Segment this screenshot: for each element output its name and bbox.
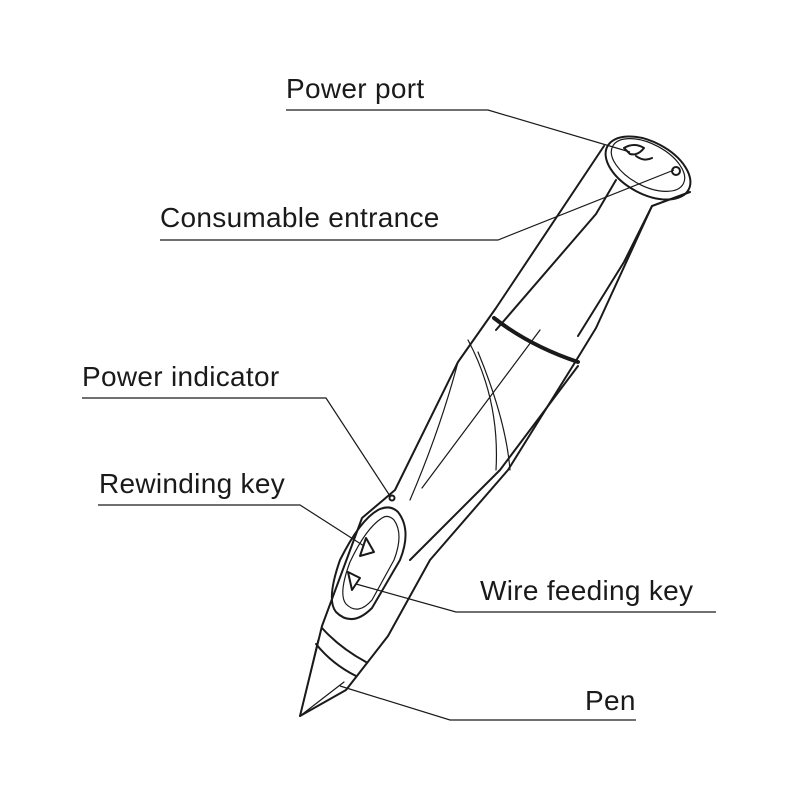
leader-power-port: [286, 109, 631, 153]
label-consumable-entrance: Consumable entrance: [160, 202, 440, 233]
button-panel: [330, 506, 407, 620]
wire-feeding-key-icon: [347, 571, 361, 591]
top-cap: [604, 135, 692, 201]
pen-left-edge: [299, 145, 605, 717]
pen-right-edge: [299, 191, 691, 717]
leader-rewinding-key: [98, 504, 365, 547]
leader-wire-feeding-key: [355, 583, 716, 613]
body-ring: [492, 316, 580, 364]
rewinding-key-icon: [359, 537, 375, 557]
power-indicator-light: [388, 494, 396, 502]
leader-consumable-entrance: [160, 169, 675, 241]
label-power-port: Power port: [286, 73, 425, 104]
leader-lines: [82, 109, 716, 721]
pen-body: [299, 135, 692, 717]
label-pen: Pen: [585, 685, 636, 716]
power-port-icon: [623, 144, 653, 161]
label-power-indicator: Power indicator: [82, 361, 280, 392]
consumable-entrance-hole: [671, 166, 681, 176]
label-wire-feeding-key: Wire feeding key: [480, 575, 694, 606]
leader-pen: [339, 685, 636, 721]
leader-power-indicator: [82, 397, 391, 497]
label-rewinding-key: Rewinding key: [99, 468, 285, 499]
